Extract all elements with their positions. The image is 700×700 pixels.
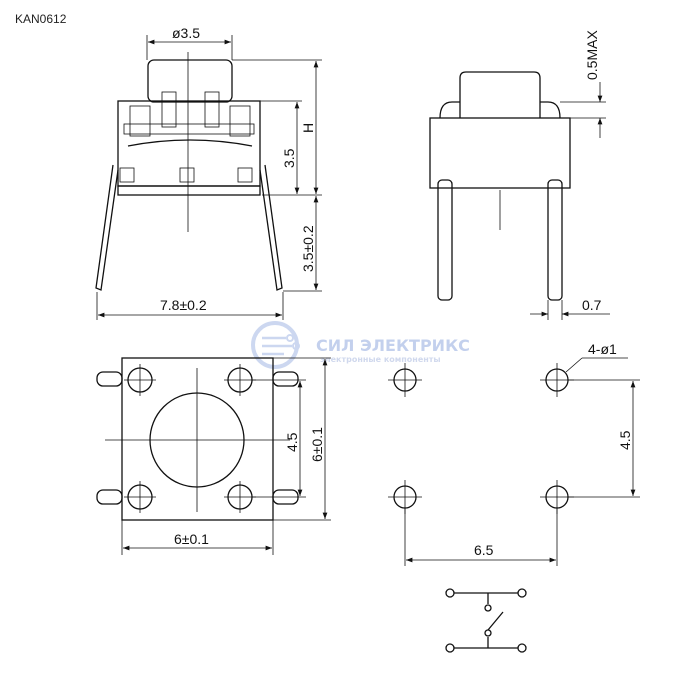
- cap-max-label: 0.5MAX: [584, 30, 600, 80]
- front-section-view: ø3.5 H 3.5 3.5±0.2 7.8±0.2: [95, 25, 322, 320]
- height-h-label: H: [300, 123, 316, 133]
- top-view: 4.5 6±0.1 6±0.1: [96, 357, 331, 555]
- footprint-pitch-vertical-label: 4.5: [617, 430, 633, 450]
- side-view: 0.5MAX 0.7: [429, 30, 610, 320]
- watermark-name: СИЛ ЭЛЕКТРИКС: [316, 336, 470, 355]
- lead-width-label: 0.7: [582, 297, 602, 313]
- switch-schematic: [445, 588, 527, 653]
- part-number-title: KAN0612: [15, 12, 67, 26]
- watermark-logo: СИЛ ЭЛЕКТРИКС электронные компоненты: [251, 321, 470, 369]
- holes-label: 4-ø1: [588, 341, 617, 357]
- body-width-label: 6±0.1: [174, 531, 209, 547]
- pcb-footprint: 4-ø1 4.5 6.5: [388, 341, 640, 566]
- footprint-pitch-horizontal-label: 6.5: [474, 542, 494, 558]
- body-height-label: 3.5: [281, 148, 297, 168]
- lead-length-label: 3.5±0.2: [300, 225, 316, 272]
- watermark-tagline: электронные компоненты: [320, 355, 441, 364]
- pitch-vertical-label: 4.5: [284, 432, 300, 452]
- cap-diameter-label: ø3.5: [172, 25, 200, 41]
- body-height-dim-label: 6±0.1: [309, 427, 325, 462]
- width-label: 7.8±0.2: [160, 297, 207, 313]
